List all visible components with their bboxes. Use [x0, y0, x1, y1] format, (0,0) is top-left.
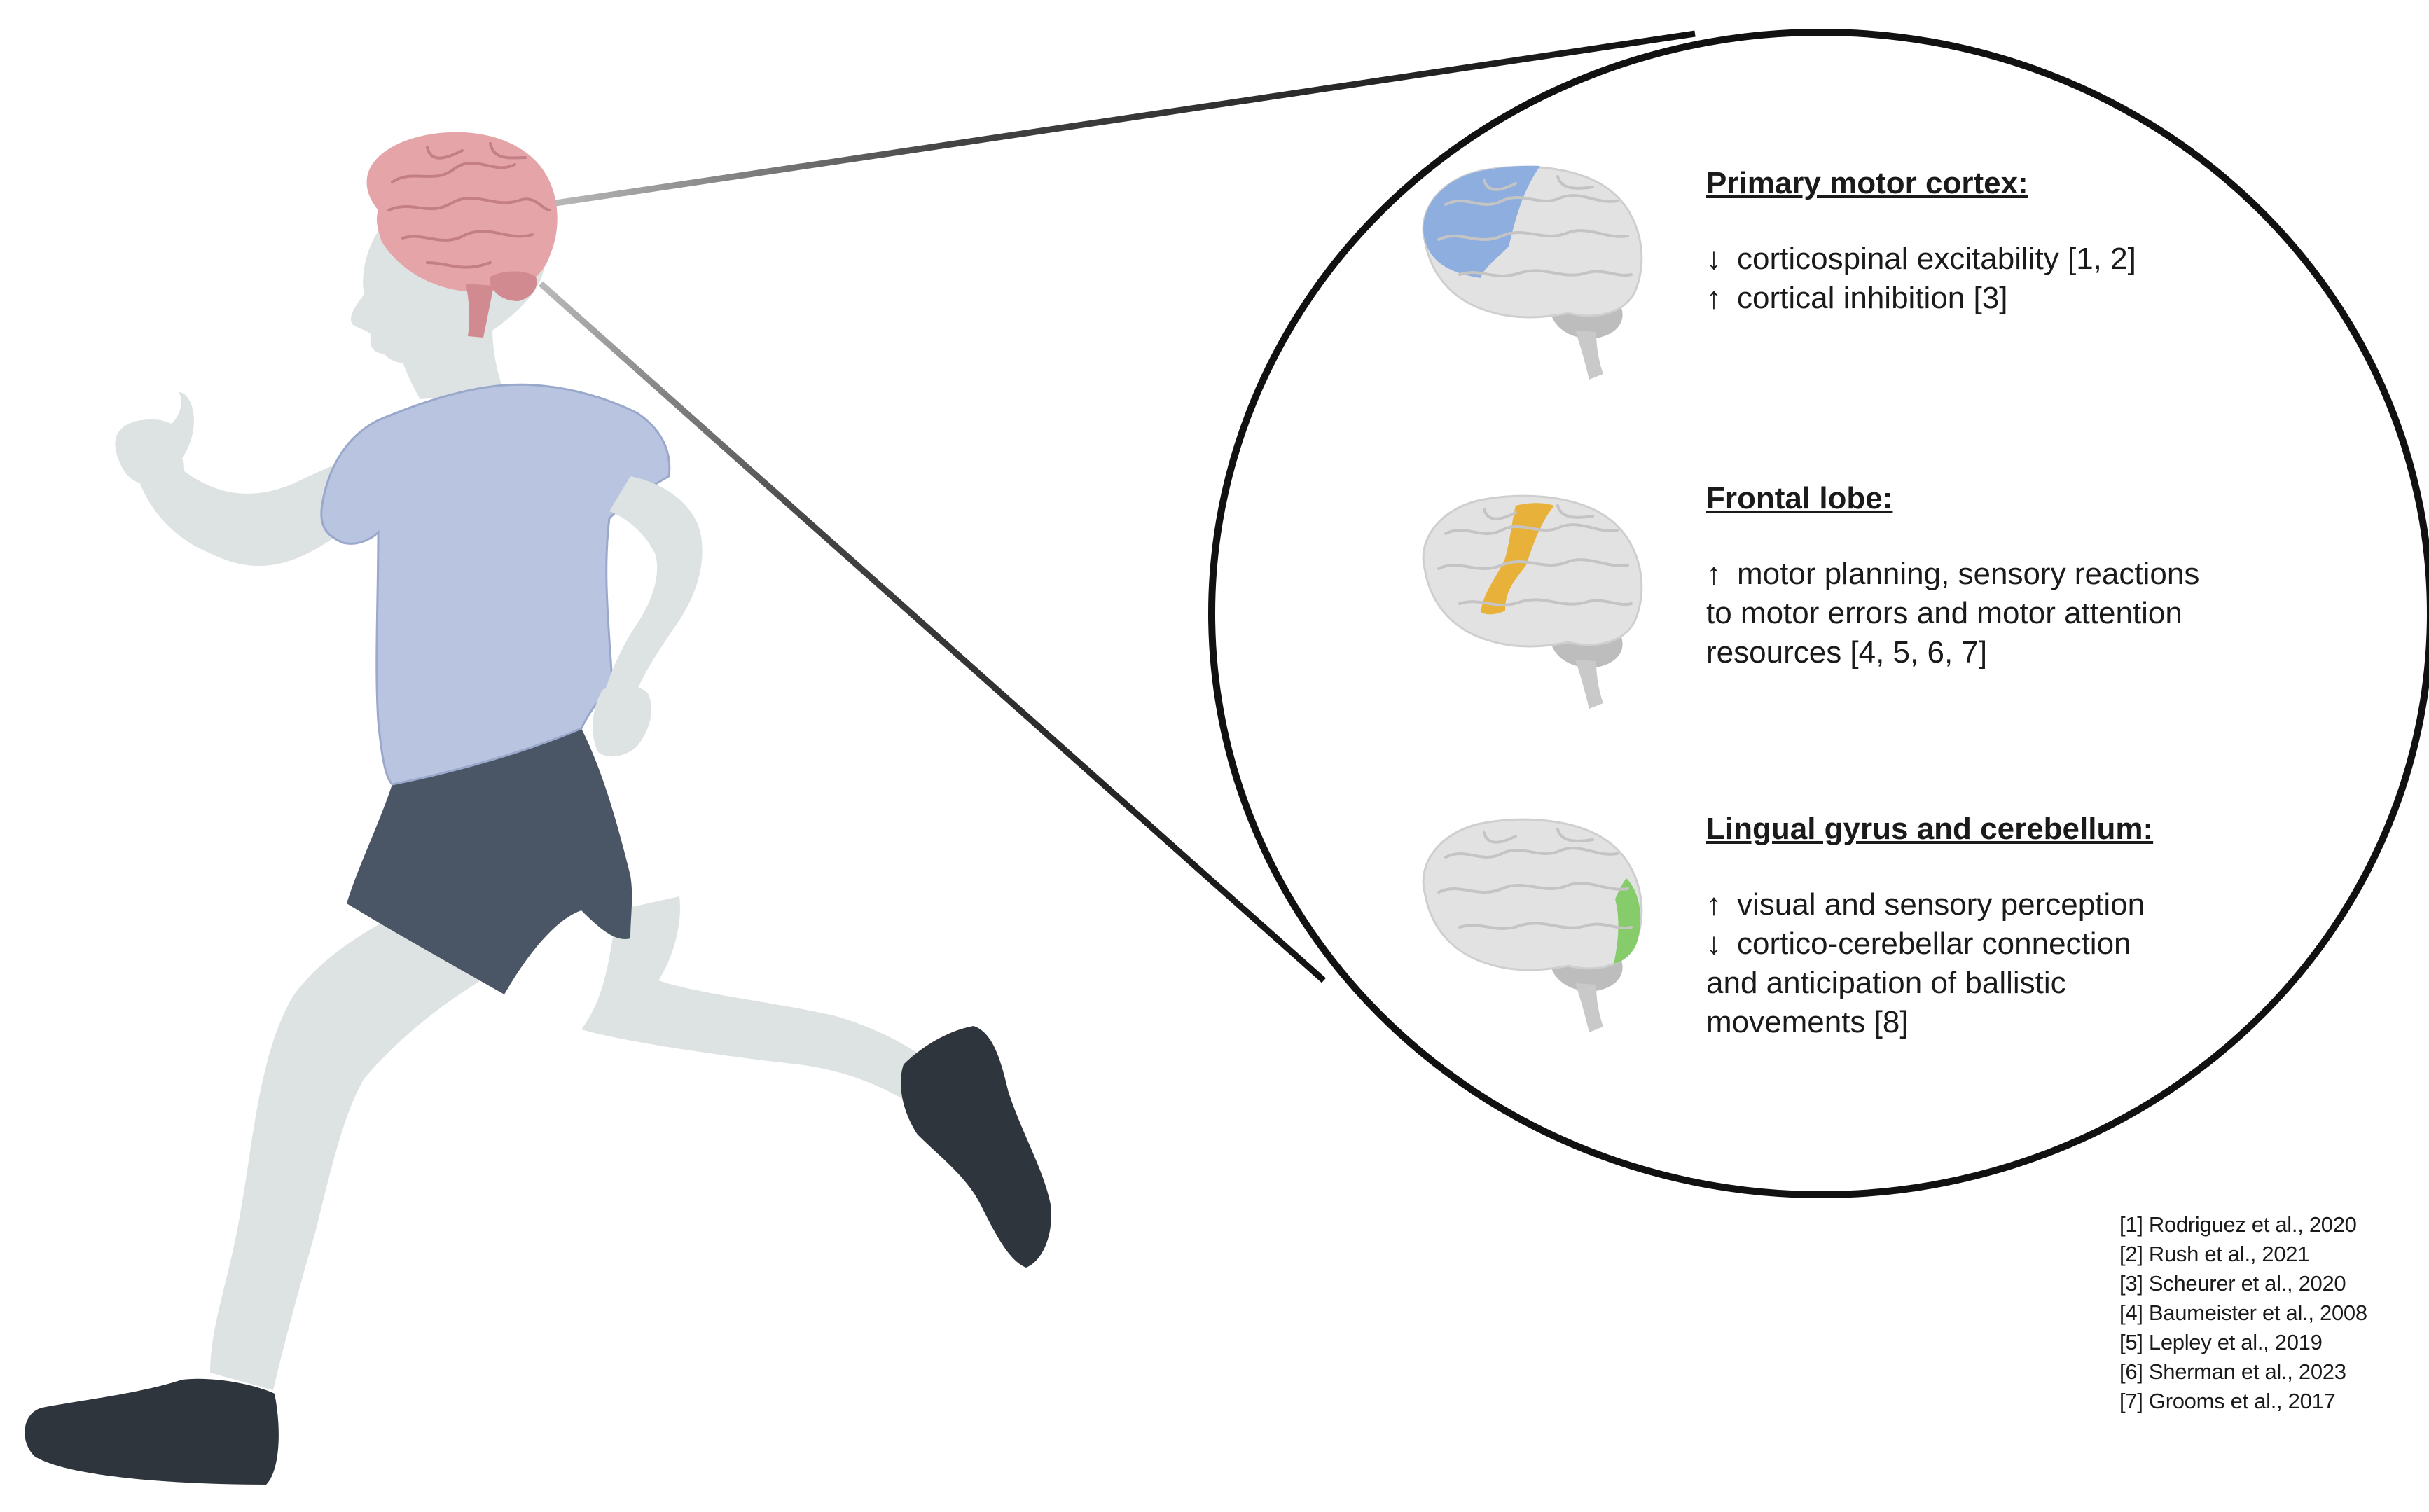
- runner-back-leg: [210, 882, 504, 1390]
- brain-icon-folds: [1437, 504, 1633, 606]
- section-frontal-lobe: Frontal lobe: ↑ motor planning, sensory r…: [1706, 479, 2281, 672]
- runner-shorts: [347, 728, 632, 994]
- brain-icon-region: [1423, 165, 1540, 278]
- runner-front-leg: [581, 896, 942, 1114]
- reference-item: [2] Rush et al., 2021: [2119, 1242, 2310, 1266]
- zoom-line-top: [546, 30, 1696, 208]
- reference-item: [4] Baumeister et al., 2008: [2119, 1301, 2367, 1325]
- section-line-text: corticospinal excitability [1, 2]: [1737, 242, 2136, 276]
- section-line-text: to motor errors and motor attention: [1706, 596, 2182, 630]
- brain-icon: [1422, 818, 1643, 1032]
- section-title: Frontal lobe:: [1706, 481, 1893, 515]
- brain-icon-stem: [1575, 983, 1603, 1032]
- arrow-up-icon: ↑: [1706, 557, 1722, 591]
- arrow-down-icon: ↓: [1706, 927, 1722, 961]
- arrow-down-icon: ↓: [1706, 242, 1722, 276]
- section-line: ↓ cortico-cerebellar connection: [1706, 924, 2281, 964]
- section-title: Primary motor cortex:: [1706, 166, 2028, 200]
- runner-brain: [366, 132, 558, 338]
- section-line-text: and anticipation of ballistic: [1706, 966, 2066, 1000]
- reference-item: [6] Sherman et al., 2023: [2119, 1359, 2346, 1384]
- reference-list: [1] Rodriguez et al., 2020 [2] Rush et a…: [2119, 1210, 2367, 1416]
- brain-icon-stem: [1575, 331, 1603, 380]
- runner-brain-folds: [387, 142, 551, 269]
- runner-front-shoe: [901, 1026, 1051, 1268]
- section-line-text: movements [8]: [1706, 1005, 1909, 1039]
- reference-item: [1] Rodriguez et al., 2020: [2119, 1212, 2357, 1237]
- runner-front-arm: [602, 476, 703, 700]
- section-line: ↓ corticospinal excitability [1, 2]: [1706, 240, 2281, 279]
- brain-icon-region: [1614, 878, 1641, 964]
- section-line: ↑ cortical inhibition [3]: [1706, 279, 2281, 318]
- section-line: ↑ motor planning, sensory reactions: [1706, 555, 2281, 594]
- reference-item: [7] Grooms et al., 2017: [2119, 1389, 2336, 1413]
- arrow-up-icon: ↑: [1706, 281, 1722, 315]
- reference-item: [5] Lepley et al., 2019: [2119, 1330, 2323, 1354]
- runner-back-arm: [118, 427, 365, 567]
- runner-brain-stem: [466, 284, 494, 338]
- section-lingual-gyrus-cerebellum: Lingual gyrus and cerebellum: ↑ visual an…: [1706, 810, 2281, 1042]
- runner-figure: [25, 132, 1051, 1485]
- section-line-text: visual and sensory perception: [1737, 887, 2145, 922]
- brain-icon: [1422, 494, 1643, 709]
- section-line-text: cortical inhibition [3]: [1737, 281, 2008, 315]
- zoom-line-bottom: [539, 281, 1326, 983]
- section-primary-motor-cortex: Primary motor cortex: ↓ corticospinal exc…: [1706, 164, 2281, 318]
- runner-back-fist: [115, 392, 194, 478]
- section-line: and anticipation of ballistic: [1706, 964, 2281, 1003]
- runner-front-fist: [593, 685, 651, 757]
- section-line: resources [4, 5, 6, 7]: [1706, 633, 2281, 672]
- runner-brain-cerebrum: [366, 132, 558, 292]
- section-line: movements [8]: [1706, 1003, 2281, 1042]
- brain-icon: [1422, 165, 1643, 380]
- brain-icon-region: [1481, 503, 1554, 615]
- arrow-up-icon: ↑: [1706, 887, 1722, 922]
- runner-brain-cerebellum: [490, 271, 537, 301]
- reference-item: [3] Scheurer et al., 2020: [2119, 1271, 2346, 1296]
- section-line: ↑ visual and sensory perception: [1706, 885, 2281, 924]
- section-line-text: motor planning, sensory reactions: [1737, 557, 2200, 591]
- section-title: Lingual gyrus and cerebellum:: [1706, 812, 2154, 846]
- brain-icon-folds: [1437, 828, 1633, 930]
- runner-back-shoe: [25, 1378, 279, 1485]
- brain-icon-cerebrum: [1422, 818, 1643, 971]
- section-line: to motor errors and motor attention: [1706, 594, 2281, 633]
- brain-icon-folds: [1437, 175, 1633, 277]
- section-line-text: cortico-cerebellar connection: [1737, 927, 2131, 961]
- brain-icon-stem: [1575, 660, 1603, 709]
- section-line-text: resources [4, 5, 6, 7]: [1706, 635, 1988, 670]
- runner-shirt: [320, 383, 671, 786]
